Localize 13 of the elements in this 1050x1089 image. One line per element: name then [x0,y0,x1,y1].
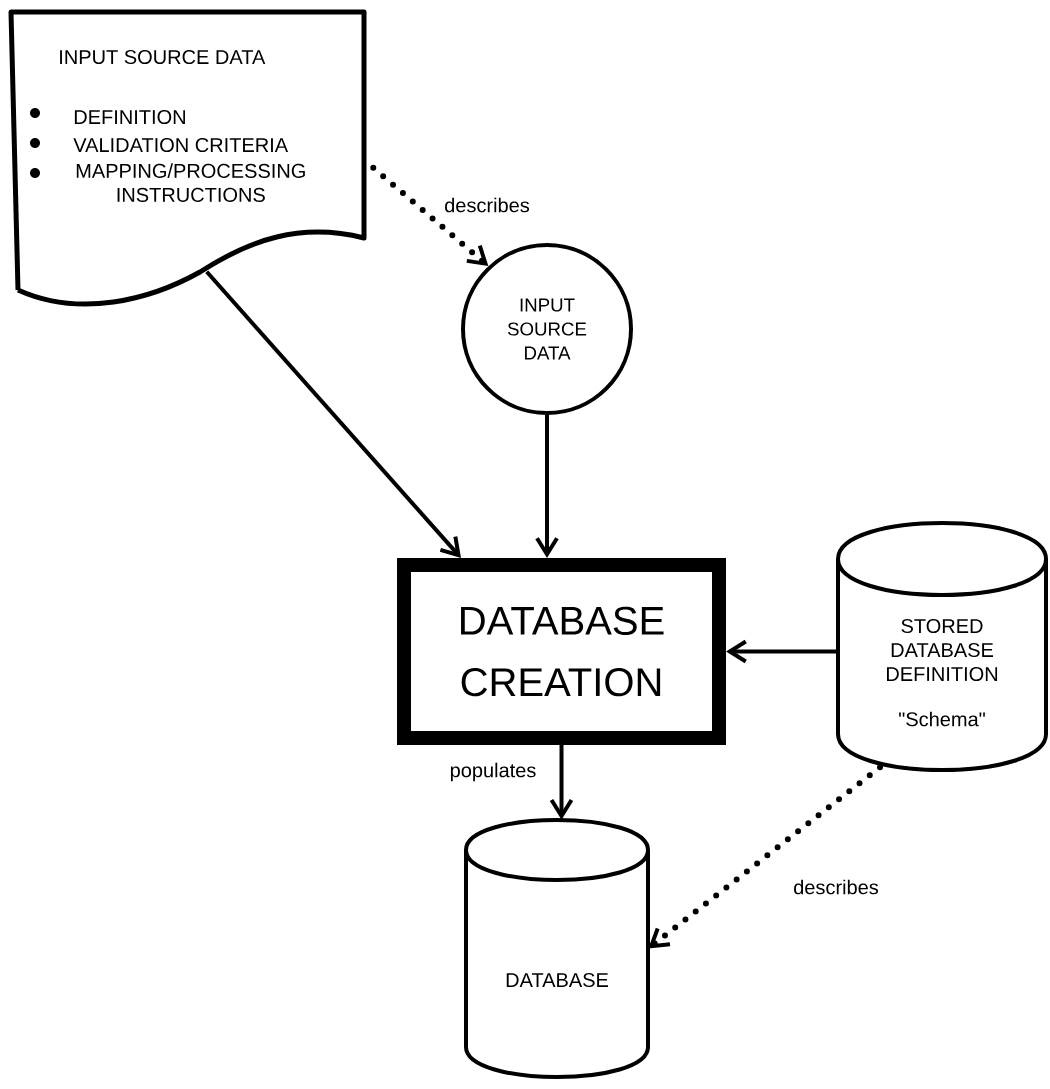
arrow [726,639,837,664]
arrow [205,270,461,558]
arrow [648,764,883,949]
edge-label: describes [442,196,532,214]
arrow [549,745,574,820]
arrow [535,415,559,558]
edge-label: describes [791,878,881,896]
database-cylinder: STORED DATABASE DEFINITION "Schema" [836,521,1048,772]
arrow [370,164,489,267]
edge-label: populates [448,761,538,783]
document-shape: INPUT SOURCE DATA DEFINITION VALIDATION CRITERIA MAPPING/PROCESSING INSTRUCTIONS [8,9,367,307]
database-cylinder: DATABASE [464,818,650,1079]
process-box: DATABASE CREATION [397,558,726,745]
